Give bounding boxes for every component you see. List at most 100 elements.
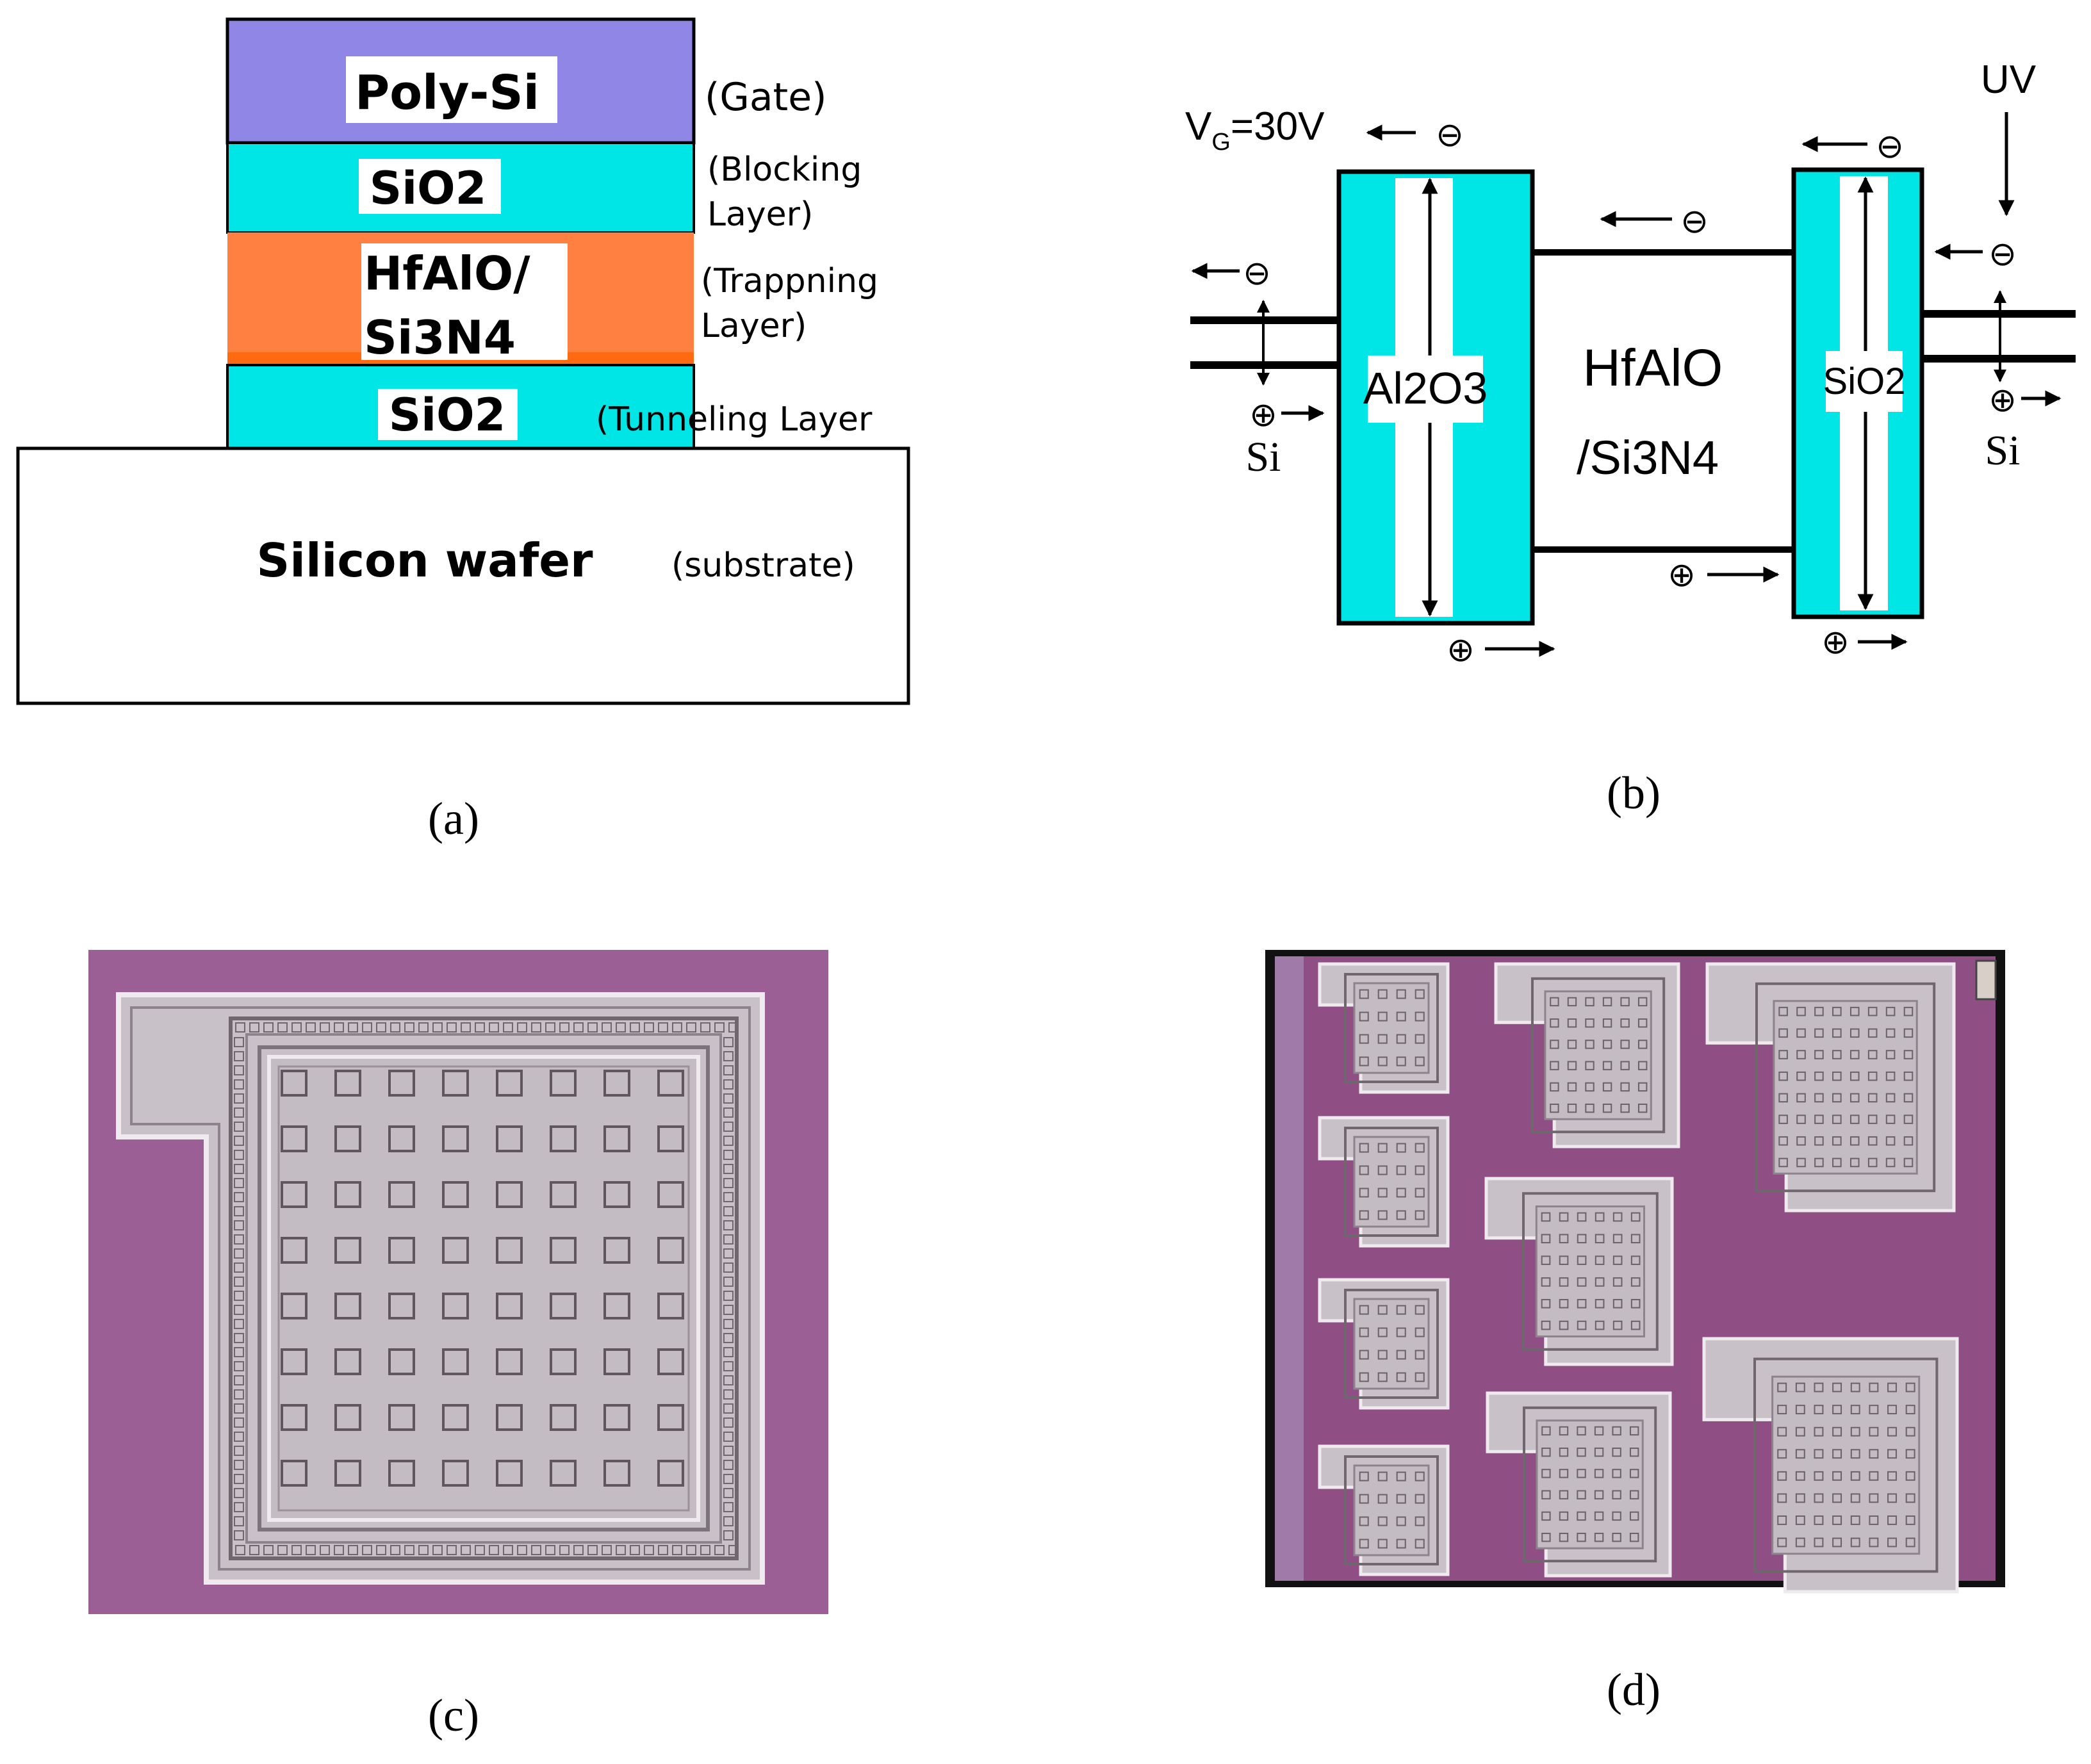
gate-contact — [603, 1460, 630, 1487]
ring-contact — [559, 1545, 570, 1555]
ring-contact — [723, 1361, 734, 1371]
device-contact — [1594, 1511, 1604, 1521]
device-contact — [1869, 1426, 1879, 1437]
ring-contact — [249, 1022, 259, 1033]
device-contact — [1414, 1350, 1425, 1360]
ring-contact — [644, 1022, 654, 1033]
device-contact — [1414, 1372, 1425, 1382]
gate-contact — [657, 1293, 684, 1319]
device-contact — [1414, 1011, 1425, 1022]
device-contact — [1414, 1471, 1425, 1482]
note-substrate: (substrate) — [671, 546, 855, 585]
caption-d: (d) — [1607, 1664, 1660, 1715]
device-contact — [1796, 1071, 1806, 1081]
ring-contact — [234, 1417, 244, 1428]
electron-icon: ⊖ — [1680, 202, 1709, 241]
device-contact — [1832, 1426, 1842, 1437]
trap-label-1: HfAlO — [1583, 339, 1723, 397]
device-contact — [1630, 1320, 1641, 1330]
device-contact — [1814, 1028, 1824, 1038]
device-contact — [1885, 1093, 1896, 1103]
ring-contact — [234, 1136, 244, 1146]
device-contact — [1396, 1471, 1406, 1482]
device-contact — [1777, 1382, 1787, 1392]
label-blocking-sio2: SiO2 — [370, 162, 487, 215]
gate-contact — [442, 1237, 469, 1264]
ring-contact — [723, 1178, 734, 1188]
device-contact — [1377, 1327, 1388, 1337]
device-contact — [1559, 1426, 1569, 1436]
ring-contact — [723, 1474, 734, 1484]
device-contact — [1850, 1515, 1860, 1525]
device-contact — [1778, 1115, 1788, 1124]
gate-contact — [334, 1348, 361, 1375]
panel-d-micrograph: (d) — [1265, 950, 2005, 1715]
ring-contact — [573, 1545, 584, 1555]
device-contact — [1594, 1469, 1604, 1478]
device-contact — [1905, 1405, 1915, 1415]
device-contact — [1832, 1449, 1842, 1459]
device-gate-ring — [258, 1045, 710, 1531]
device-contact — [1559, 1298, 1569, 1309]
device-contact — [1814, 1157, 1824, 1168]
ring-contact — [723, 1375, 734, 1385]
device-contact — [1814, 1537, 1824, 1548]
device-contact — [1849, 1115, 1860, 1124]
device-contact — [1778, 1050, 1788, 1059]
ring-contact — [418, 1545, 429, 1555]
device-contact — [1414, 1539, 1425, 1549]
hole-icon: ⊕ — [1988, 381, 2017, 420]
gate-contact — [334, 1404, 361, 1431]
device-contact — [1869, 1471, 1879, 1481]
device-contact — [1795, 1493, 1805, 1503]
ring-contact — [723, 1502, 734, 1512]
device-contact — [1814, 1382, 1824, 1392]
gate-contact — [388, 1348, 415, 1375]
device-contact — [1778, 1093, 1788, 1103]
device-contact — [1594, 1490, 1604, 1499]
ring-contact — [723, 1107, 734, 1118]
gate-contact — [281, 1293, 308, 1319]
ring-contact — [234, 1291, 244, 1301]
label-trapping-line2: Si3N4 — [364, 311, 516, 364]
gate-contact — [334, 1293, 361, 1319]
al2o3-label-bg — [1368, 355, 1483, 423]
ring-contact — [461, 1545, 471, 1555]
ring-contact-squares-left — [234, 1037, 244, 1540]
ring-contact — [723, 1037, 734, 1047]
device-contact — [1585, 997, 1595, 1007]
device-contact — [1887, 1449, 1897, 1459]
ring-contact — [475, 1545, 485, 1555]
device-contact — [1620, 1018, 1630, 1028]
gate-contact — [496, 1070, 523, 1097]
device-contact — [1559, 1320, 1569, 1330]
device-contact — [1359, 1327, 1369, 1337]
device-contact — [1795, 1426, 1805, 1437]
device-gate — [1353, 982, 1430, 1074]
device-contact — [1885, 1136, 1896, 1146]
device-contact — [1867, 1157, 1878, 1168]
device-contact — [1602, 1061, 1612, 1070]
device-contact-ring-inner — [245, 1033, 722, 1544]
si-right-label: Si — [1985, 427, 2020, 474]
gate-contact — [603, 1181, 630, 1208]
gate-contact — [496, 1125, 523, 1152]
ring-contact — [531, 1545, 541, 1555]
device-contact — [1594, 1532, 1604, 1542]
device-contact — [1541, 1255, 1551, 1265]
device-contact — [1377, 1494, 1388, 1504]
gate-contact — [496, 1237, 523, 1264]
device-contact — [1396, 1539, 1406, 1549]
device-contact — [1612, 1532, 1621, 1542]
device-ring — [1755, 982, 1936, 1193]
device-contact — [1795, 1471, 1805, 1481]
device-contact — [1832, 1028, 1842, 1038]
ring-contact — [616, 1022, 626, 1033]
device-contact — [1867, 1006, 1878, 1017]
device-contact — [1777, 1426, 1787, 1437]
ring-contact — [723, 1248, 734, 1259]
ring-contact — [234, 1206, 244, 1216]
ring-contact — [234, 1403, 244, 1414]
gate-contact — [442, 1293, 469, 1319]
device-contact — [1777, 1515, 1787, 1525]
